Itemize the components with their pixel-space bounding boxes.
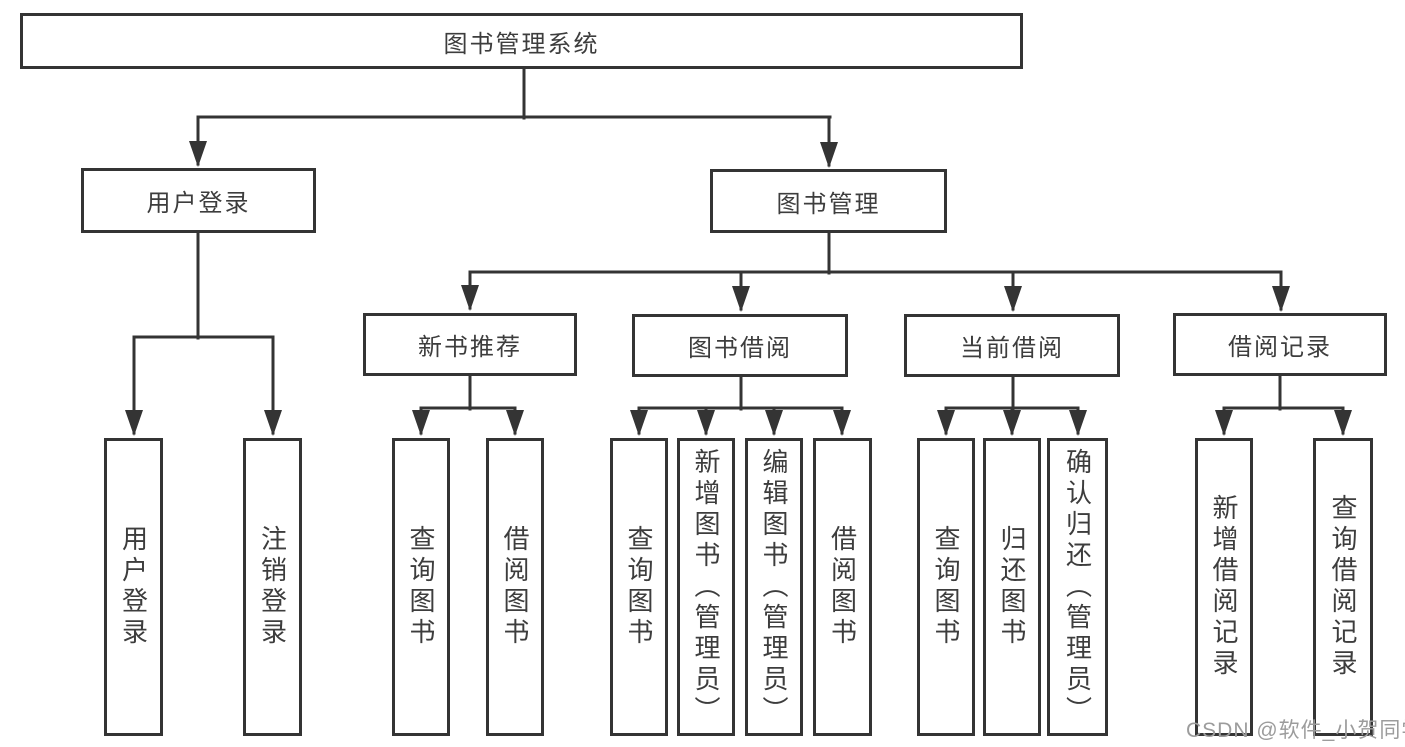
node-current-borrowing-label: 当前借阅 [960,335,1064,362]
node-borrow-records: 借阅记录 [1173,313,1387,376]
leaf-query-books-current: 查询图书 [917,438,975,736]
node-root-label: 图书管理系统 [443,30,600,58]
leaf-query-books-borrowing: 查询图书 [610,438,668,736]
leaf-add-borrow-record-label: 新增借阅记录 [1209,494,1239,680]
leaf-query-books-recommend-label: 查询图书 [406,525,436,649]
leaf-confirm-return-admin-label: 确认归还（管理员） [1062,447,1093,727]
leaf-borrow-books-recommend-label: 借阅图书 [500,525,530,649]
leaf-edit-books-admin: 编辑图书（管理员） [745,438,803,736]
leaf-query-books-borrowing-label: 查询图书 [624,525,654,649]
node-borrow-records-label: 借阅记录 [1228,334,1332,361]
leaf-confirm-return-admin: 确认归还（管理员） [1047,438,1108,736]
leaf-query-books-recommend: 查询图书 [392,438,450,736]
node-book-borrowing-label: 图书借阅 [688,335,792,362]
node-current-borrowing: 当前借阅 [904,314,1120,377]
leaf-return-books: 归还图书 [983,438,1041,736]
node-new-book-recommend: 新书推荐 [363,313,577,376]
leaf-query-borrow-record-label: 查询借阅记录 [1328,494,1358,680]
leaf-logout: 注销登录 [243,438,302,736]
leaf-logout-label: 注销登录 [257,525,288,649]
node-book-management: 图书管理 [710,169,947,233]
node-book-management-label: 图书管理 [776,190,881,218]
leaf-add-books-admin-label: 新增图书（管理员） [691,447,721,727]
leaf-edit-books-admin-label: 编辑图书（管理员） [759,447,789,727]
node-new-book-recommend-label: 新书推荐 [418,334,522,361]
leaf-query-borrow-record: 查询借阅记录 [1313,438,1373,736]
node-book-borrowing: 图书借阅 [632,314,848,377]
leaf-borrow-books-recommend: 借阅图书 [486,438,544,736]
leaf-add-books-admin: 新增图书（管理员） [677,438,735,736]
node-user-login: 用户登录 [81,168,316,233]
leaf-add-borrow-record: 新增借阅记录 [1195,438,1253,736]
leaf-return-books-label: 归还图书 [997,525,1027,649]
leaf-query-books-current-label: 查询图书 [931,525,961,649]
node-root: 图书管理系统 [20,13,1023,69]
watermark: CSDN @软件_小贺同学 [1186,719,1405,742]
leaf-user-login: 用户登录 [104,438,163,736]
leaf-borrow-books-label: 借阅图书 [827,525,858,649]
leaf-user-login-label: 用户登录 [118,525,149,649]
leaf-borrow-books: 借阅图书 [813,438,872,736]
node-user-login-label: 用户登录 [146,190,251,217]
